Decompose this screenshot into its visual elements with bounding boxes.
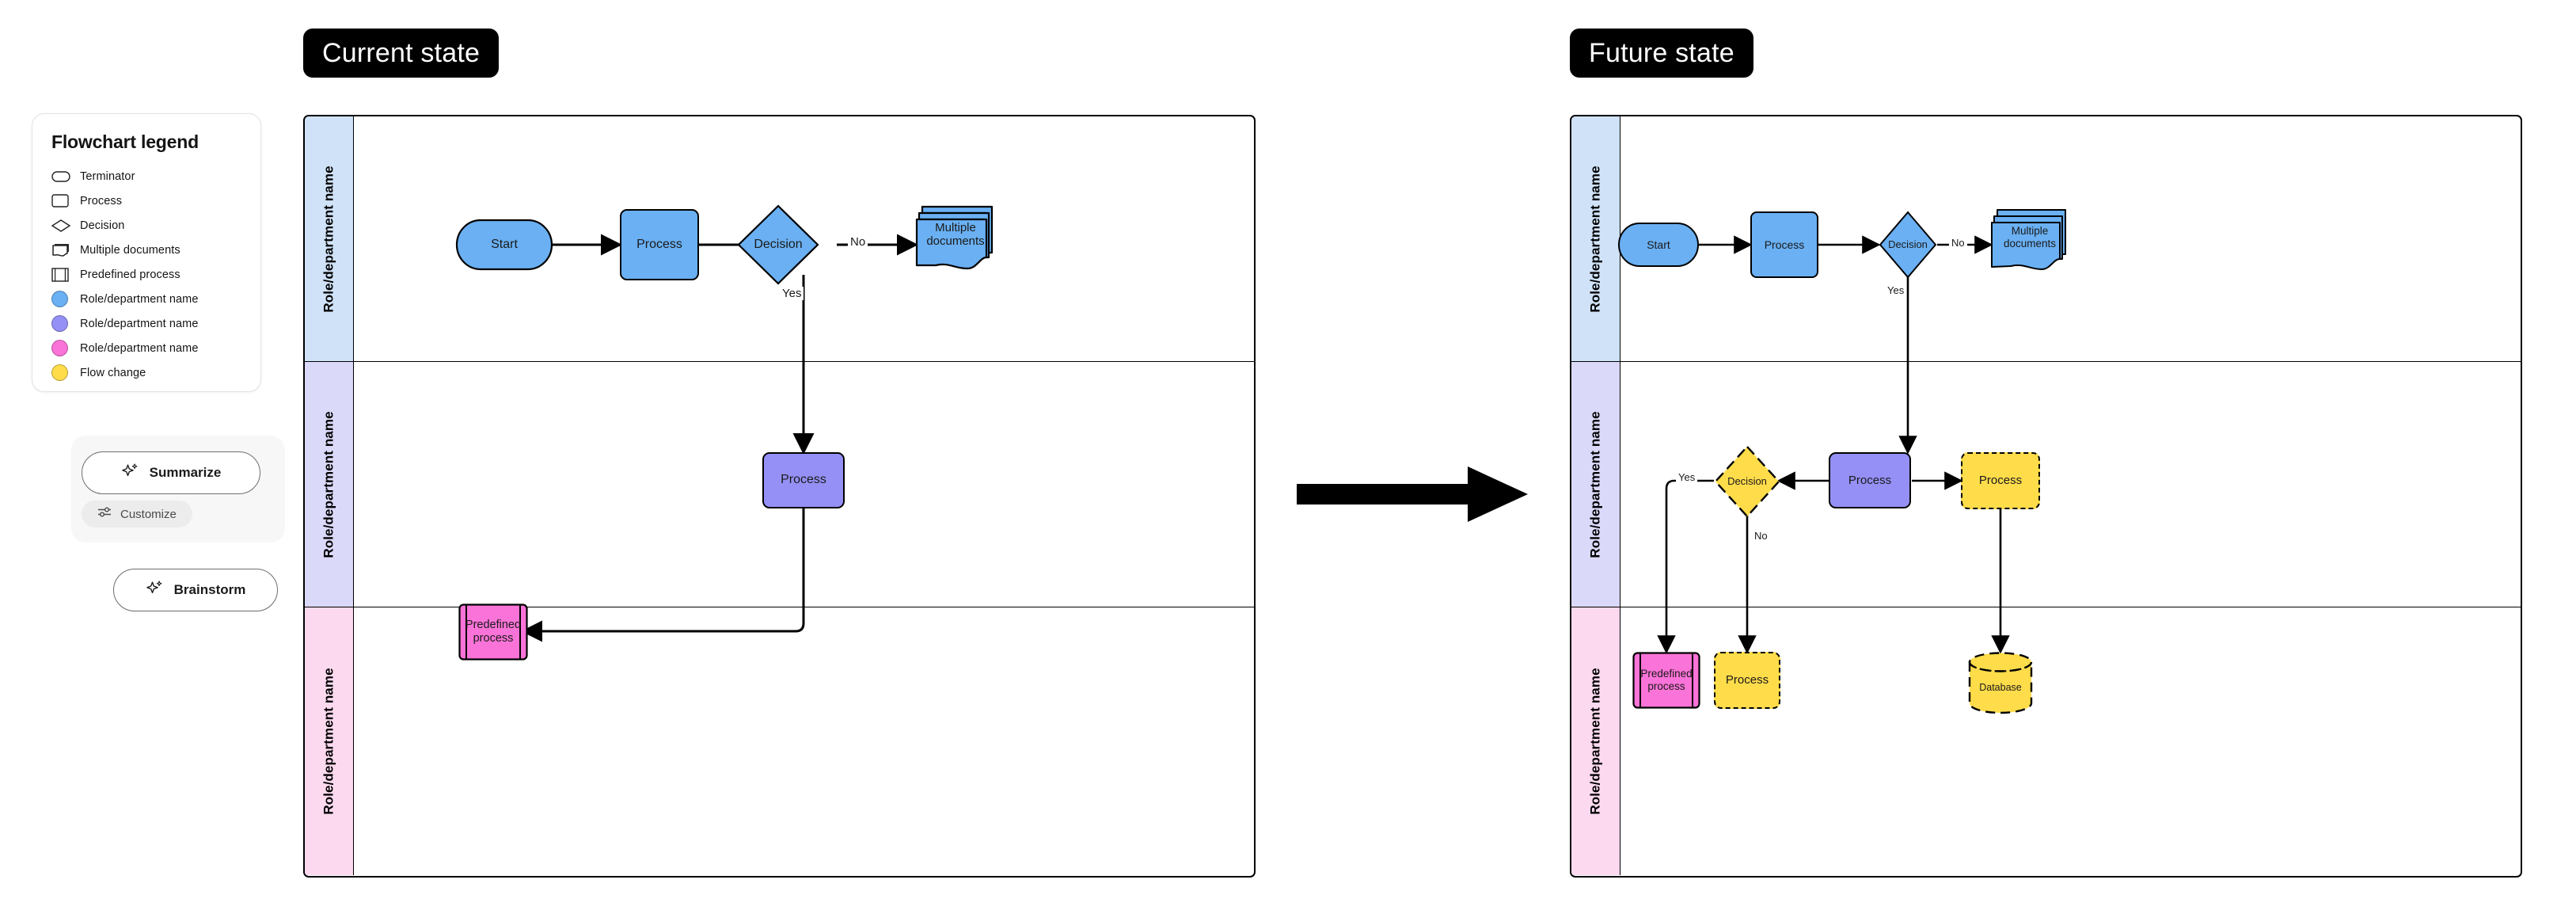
legend-item-label: Process [80,194,123,208]
legend-item-label: Role/department name [80,292,199,306]
sparkle-icon [146,580,163,601]
current-state-title-pill: Current state [303,29,500,78]
edge-label-yes-2: Yes [1676,471,1698,483]
node-label: Process [1978,474,2023,488]
swimlane-row-3: Role/department name [1571,607,2521,875]
node-label: Process [636,237,682,251]
decision-shape-icon [51,219,80,232]
future-state-title-pill: Future state [1570,29,1753,78]
sliders-icon [97,506,112,522]
color-swatch-purple-icon [51,315,80,332]
flowchart-legend-card: Flowchart legend Terminator Process Deci… [32,113,261,392]
summarize-label: Summarize [149,465,222,480]
lane-header-3: Role/department name [1571,607,1620,875]
lane-header-2: Role/department name [1571,362,1620,607]
legend-item-label: Role/department name [80,317,199,330]
node-multiple-documents[interactable]: Multiple documents [1991,208,2069,275]
current-state-title: Current state [322,37,481,68]
current-state-swimlane-pool: Role/department name Role/department nam… [303,115,1256,878]
node-decision-1[interactable]: Decision [1879,211,1937,279]
edge-label-no: No [1949,237,1967,249]
brainstorm-label: Brainstorm [173,582,246,597]
node-predefined-process[interactable]: Predefined process [1632,652,1700,709]
multiple-documents-shape-icon [51,243,80,257]
summarize-button[interactable]: Summarize [82,451,260,494]
node-process-1[interactable]: Process [1750,211,1818,278]
swimlane-row-2: Role/department name [1571,362,2521,607]
legend-item-label: Decision [80,219,125,232]
swimlane-row-2: Role/department name [305,362,1254,607]
legend-item-label: Role/department name [80,341,199,355]
legend-item-role-pink: Role/department name [51,336,241,360]
future-state-title: Future state [1589,37,1734,68]
node-decision-2[interactable]: Decision [1714,445,1780,518]
future-state-connectors [1657,235,2010,654]
node-process-2[interactable]: Process [1829,452,1911,508]
edge-label-no-2: No [1752,530,1770,542]
color-swatch-pink-icon [51,340,80,356]
swimlane-row-3: Role/department name [305,607,1254,875]
node-label: Process [1848,473,1892,487]
node-start[interactable]: Start [455,219,553,271]
legend-item-process: Process [51,188,241,213]
node-process-1[interactable]: Process [620,209,699,280]
swimlane-row-1: Role/department name [1571,116,2521,362]
node-decision[interactable]: Decision [737,204,819,285]
color-swatch-yellow-icon [51,364,80,381]
edge-label-yes: Yes [1885,284,1907,296]
lane-header-1: Role/department name [305,116,354,361]
legend-item-decision: Decision [51,213,241,238]
color-swatch-blue-icon [51,291,80,307]
edge-label-yes: Yes [780,287,804,300]
legend-item-role-purple: Role/department name [51,311,241,336]
node-label: Process [1764,238,1805,251]
legend-item-label: Predefined process [80,268,180,281]
customize-button[interactable]: Customize [82,501,192,527]
brainstorm-button[interactable]: Brainstorm [113,569,278,611]
node-process-3[interactable]: Process [1961,452,2040,509]
node-process-4[interactable]: Process [1714,652,1780,709]
lane-header-3: Role/department name [305,607,354,875]
swimlane-row-1: Role/department name [305,116,1254,362]
current-to-future-arrow [1294,460,1531,532]
sparkle-icon [121,463,139,484]
edge-label-no: No [848,235,868,249]
terminator-shape-icon [51,170,80,182]
node-label: Process [1725,673,1769,687]
legend-item-terminator: Terminator [51,164,241,188]
node-process-2[interactable]: Process [762,452,845,508]
legend-item-label: Multiple documents [80,243,180,257]
legend-item-multiple-documents: Multiple documents [51,238,241,262]
process-shape-icon [51,194,80,208]
node-database[interactable]: Database [1967,652,2034,714]
legend-item-flow-change: Flow change [51,360,241,385]
legend-item-label: Terminator [80,169,135,183]
node-label: Process [781,473,826,487]
legend-title: Flowchart legend [51,131,199,152]
legend-item-predefined-process: Predefined process [51,262,241,287]
legend-item-label: Flow change [80,366,146,379]
customize-label: Customize [120,507,177,521]
future-state-swimlane-pool: Role/department name Role/department nam… [1570,115,2522,878]
node-start[interactable]: Start [1618,222,1699,268]
node-multiple-documents[interactable]: Multiple documents [915,205,995,273]
legend-item-role-blue: Role/department name [51,287,241,311]
lane-header-2: Role/department name [305,362,354,607]
node-predefined-process[interactable]: Predefined process [458,603,528,661]
predefined-process-shape-icon [51,267,80,282]
